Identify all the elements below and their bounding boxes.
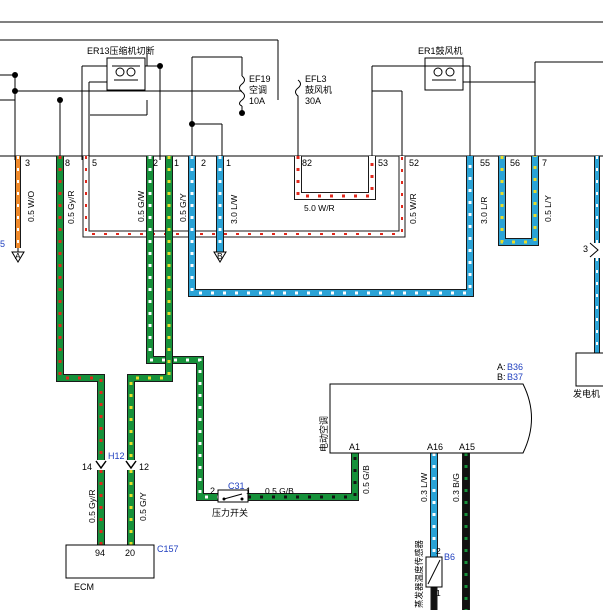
pin-2a: 2 [153,158,158,168]
sensor-conn: B6 [444,552,455,562]
pin-3: 3 [25,158,30,168]
ac-a-conn: B36 [507,362,523,372]
pin-5: 5 [92,158,97,168]
ecm-module: 94 20 C157 ECM [65,544,179,592]
generator-label: 发电机 [573,388,600,399]
relay-er13-label: ER13压缩机切断 [87,45,155,56]
wire-label-52: 0.5 W/R [408,193,418,224]
wire-pin8-stripe [58,156,103,460]
ref-arrow-b: B [213,251,227,263]
wire-label-82: 5.0 W/R [304,203,335,213]
pin-1a: 1 [174,158,179,168]
connector-h12: H12 14 12 [82,451,149,472]
wire-label-12: 0.5 G/Y [138,492,148,521]
ecm-connector: C157 [157,544,179,554]
top-pin-labels: 3 8 5 2 1 2 1 82 53 52 55 56 7 [25,158,547,168]
c31-label: 压力开关 [212,507,248,518]
wire-pin56 [499,156,538,245]
ref-b-label: B [217,251,223,261]
sensor-pin-1: 1 [436,588,441,598]
fuse-efl3-id: EFL3 [305,74,327,84]
wire-pin56-outline [498,156,539,246]
pressure-switch-c31: C31 2 1 压力开关 [210,481,251,518]
wire-label-c31: 0.5 G/B [265,486,294,496]
ac-b-label: B: [497,372,506,382]
h12-pin-14: 14 [82,462,92,472]
ac-module: 电动空调 A: B36 B: B37 A1 A16 A15 [318,362,532,454]
pin-1b: 1 [226,158,231,168]
evaporator-sensor: B6 2 1 蒸发器温度传感器 [414,539,455,608]
ac-pin-a15: A15 [459,442,475,452]
wire-pin2b-stripe [190,156,472,295]
fuse-efl3: EFL3 鼓风机 30A [295,74,332,106]
ref-a-label: A [15,251,21,261]
fuse-ef19: EF19 空调 10A [239,74,271,107]
pin-82: 82 [302,158,312,168]
wire-label-1b: 3.0 L/W [229,195,239,224]
top-circuits [0,21,603,160]
wire-label-8: 0.5 Gy/R [66,190,76,224]
relay-er1: ER1鼓风机 [418,45,464,91]
wire-label-55: 3.0 L/R [479,197,489,224]
pin-56: 56 [510,158,520,168]
ac-module-name: 电动空调 [318,416,329,452]
pin-8: 8 [65,158,70,168]
wire-pin5-stripe [85,156,403,235]
pin-52: 52 [409,158,419,168]
fuse-ef19-amp: 10A [249,96,265,106]
c31-pin-1: 1 [246,486,251,496]
ac-pin-a16: A16 [427,442,443,452]
ecm-pin-94: 94 [95,548,105,558]
wire-label-1a: 0.5 G/Y [178,193,188,222]
h12-pin-12: 12 [139,462,149,472]
c31-pin-2: 2 [210,486,215,496]
ref-arrow-3: 3 [583,242,599,258]
wire-label-a16: 0.3 L/W [419,473,429,502]
ac-a-label: A: [497,362,506,372]
wire-labels: 0.5 W/O 0.5 Gy/R 0.5 G/W 0.5 G/Y 3.0 L/W… [26,190,553,523]
ac-pin-a1: A1 [349,442,360,452]
wire-pin1a-stripe [129,156,171,460]
h12-name: H12 [108,451,125,461]
fuse-efl3-amp: 30A [305,96,321,106]
wire-label-a1: 0.5 G/B [361,465,371,494]
pin-2b: 2 [201,158,206,168]
ecm-name: ECM [74,582,94,592]
fuse-efl3-name: 鼓风机 [305,84,332,95]
pin-55: 55 [480,158,490,168]
fuse-ef19-id: EF19 [249,74,271,84]
ecm-pin-20: 20 [125,548,135,558]
wire-label-a15: 0.3 B/G [451,473,461,502]
wire-label-2a: 0.5 G/W [136,191,146,222]
left-edge-mark: 5 [0,239,5,249]
sensor-pin-2: 2 [436,546,441,556]
pin-53: 53 [378,158,388,168]
generator: 发电机 [573,352,603,399]
wire-pin2a-stripe [148,156,218,499]
wire-c31 [248,453,358,500]
wire-pin82-stripe [296,156,374,198]
ref-arrow-a: A [11,248,25,263]
ac-b-conn: B37 [507,372,523,382]
wire-layer [15,156,600,610]
pin-7: 7 [542,158,547,168]
wire-pin56-stripe [500,156,537,244]
sensor-name: 蒸发器温度传感器 [414,539,424,608]
wire-label-3: 0.5 W/O [26,190,36,222]
c31-name: C31 [228,481,245,491]
relay-er13: ER13压缩机切断 [87,45,155,91]
ref-3-label: 3 [583,244,588,254]
junction-dots [12,63,245,127]
wire-label-7: 0.5 L/Y [543,195,553,222]
wire-label-14: 0.5 Gy/R [87,489,97,523]
relay-er1-label: ER1鼓风机 [418,45,463,56]
fuse-ef19-name: 空调 [249,84,267,95]
